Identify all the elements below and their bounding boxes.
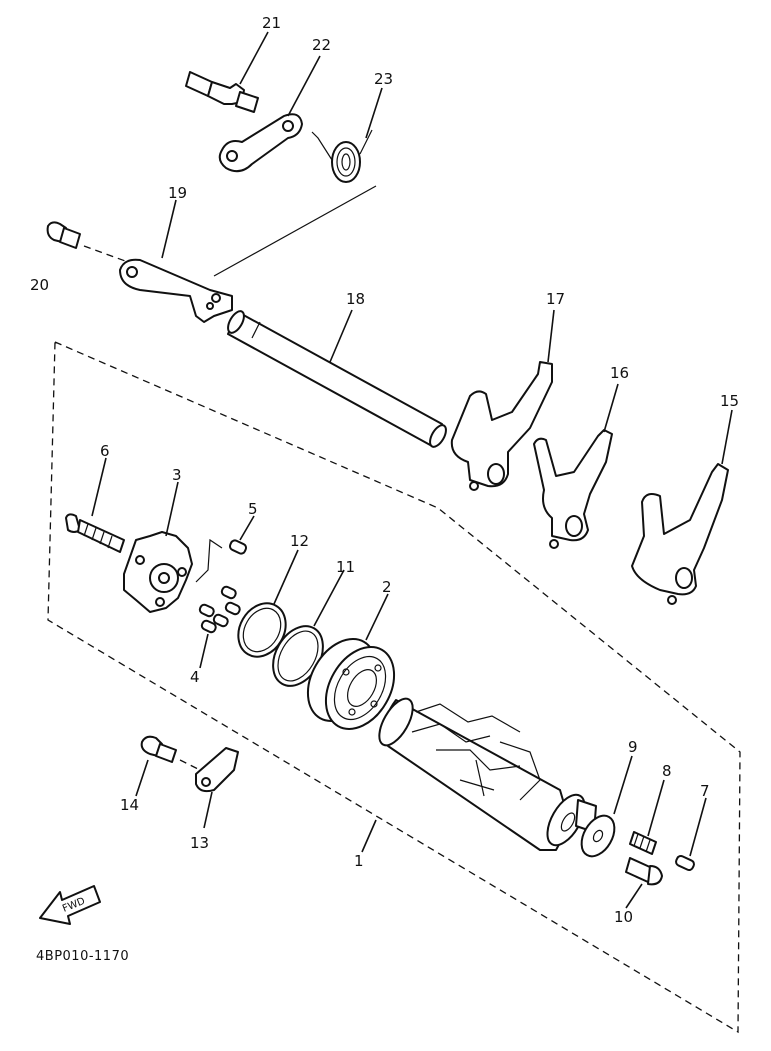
callout-9: 9 <box>628 738 638 756</box>
assembly-line-23 <box>213 185 377 277</box>
leader-23 <box>365 87 383 139</box>
leader-11 <box>313 569 345 627</box>
part-6-screw <box>65 513 125 553</box>
part-15-fork <box>631 463 729 605</box>
part-3-segment <box>123 531 223 613</box>
callout-17: 17 <box>546 290 565 308</box>
leader-19 <box>161 199 177 259</box>
leader-17 <box>547 309 555 363</box>
part-17-fork <box>450 361 553 491</box>
dash-20 <box>83 245 129 263</box>
leader-8 <box>647 779 665 837</box>
leader-15 <box>721 409 733 465</box>
callout-14: 14 <box>120 796 139 814</box>
leader-22 <box>287 55 321 117</box>
part-12-circlip <box>237 602 287 658</box>
part-16-fork <box>533 429 613 549</box>
leader-5 <box>239 515 255 541</box>
part-19-arm <box>119 258 233 323</box>
leader-6 <box>91 457 107 517</box>
callout-6: 6 <box>100 442 110 460</box>
callout-13: 13 <box>190 834 209 852</box>
callout-2: 2 <box>382 578 392 596</box>
leader-10 <box>625 883 643 909</box>
leader-2 <box>365 593 389 641</box>
part-23-spring <box>311 129 373 183</box>
part-13-plate <box>195 747 239 793</box>
leader-13 <box>203 791 213 829</box>
callout-16: 16 <box>610 364 629 382</box>
leader-12 <box>273 549 299 605</box>
callout-21: 21 <box>262 14 281 32</box>
callout-18: 18 <box>346 290 365 308</box>
callout-20: 20 <box>30 276 49 294</box>
callout-1: 1 <box>354 852 364 870</box>
part-5-pin <box>228 539 248 555</box>
part-18-shaft <box>227 310 447 448</box>
callout-15: 15 <box>720 392 739 410</box>
callout-11: 11 <box>336 558 355 576</box>
part-8-bolt <box>629 831 657 855</box>
part-14-bolt <box>140 735 177 763</box>
callout-8: 8 <box>662 762 672 780</box>
callout-22: 22 <box>312 36 331 54</box>
part-10-screw <box>625 857 663 886</box>
fwd-arrow-icon: FWD <box>39 885 101 925</box>
callout-23: 23 <box>374 70 393 88</box>
assembly-boundary <box>47 341 741 1034</box>
callout-12: 12 <box>290 532 309 550</box>
leader-7 <box>689 797 707 857</box>
leader-1 <box>361 819 377 853</box>
callout-4: 4 <box>190 668 200 686</box>
part-21-bolt <box>185 71 259 113</box>
part-1-drum <box>378 697 597 851</box>
leader-9 <box>613 755 633 815</box>
leader-14 <box>135 759 149 797</box>
part-20-bolt <box>46 221 81 249</box>
part-2-bearing <box>306 638 396 730</box>
dash-14 <box>179 759 205 773</box>
part-9-washer <box>580 814 616 858</box>
part-22-lever <box>218 113 303 173</box>
callout-10: 10 <box>614 908 633 926</box>
callout-19: 19 <box>168 184 187 202</box>
callout-5: 5 <box>248 500 258 518</box>
leader-4 <box>199 633 209 669</box>
leader-3 <box>165 481 179 537</box>
leader-16 <box>603 383 619 433</box>
part-7-pin <box>675 854 695 872</box>
callout-3: 3 <box>172 466 182 484</box>
callout-7: 7 <box>700 782 710 800</box>
part-4-pins <box>198 585 241 634</box>
leader-21 <box>239 31 269 85</box>
diagram-code: 4BP010-1170 <box>36 949 129 964</box>
leader-18 <box>329 309 353 363</box>
